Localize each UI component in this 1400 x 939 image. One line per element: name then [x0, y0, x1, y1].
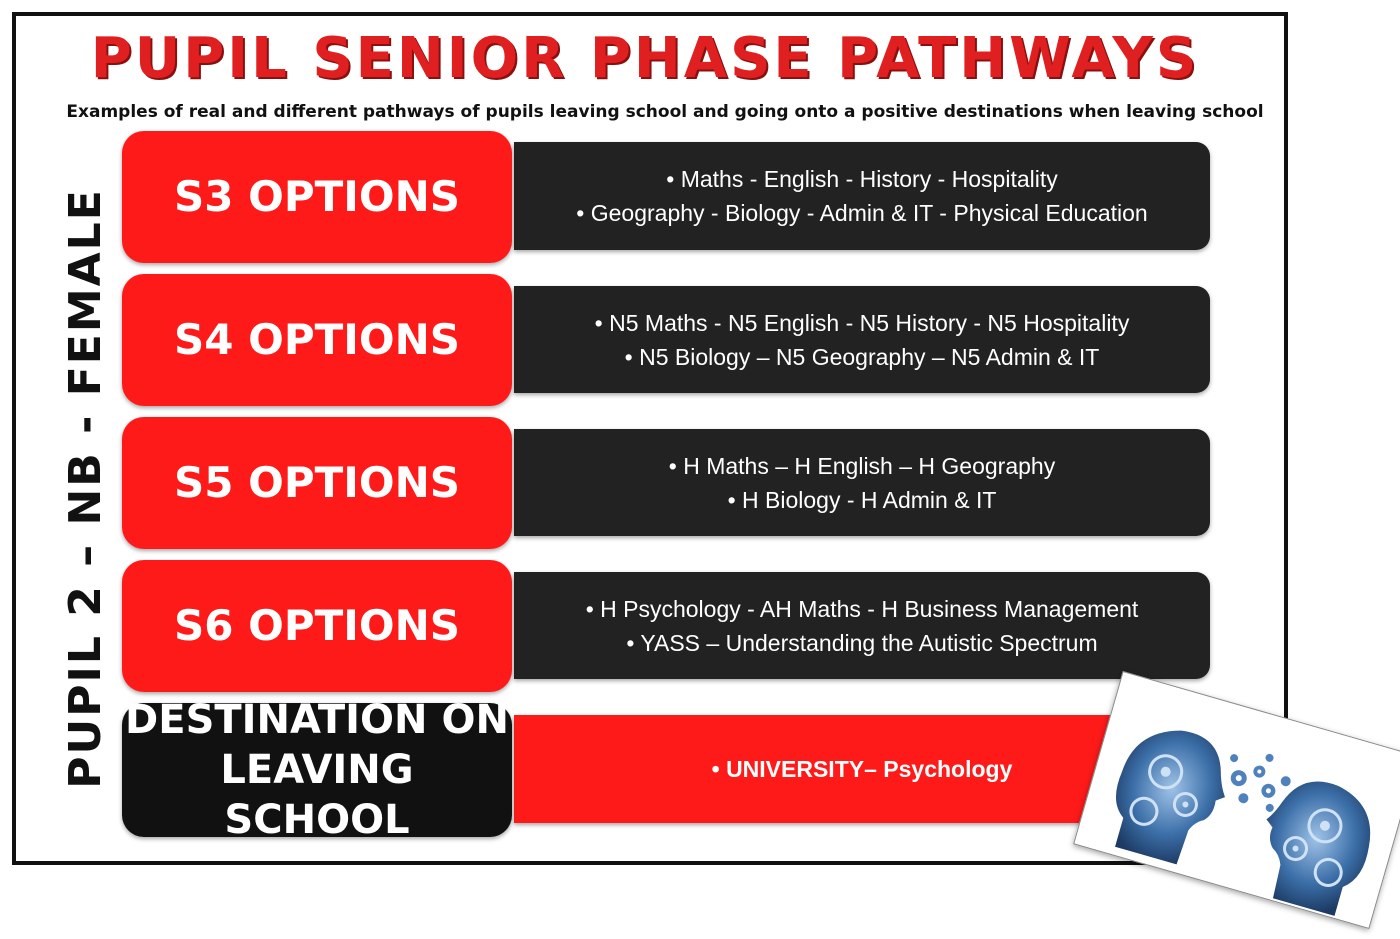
destination-label-line2: LEAVING SCHOOL: [220, 747, 414, 843]
row-line: • H Psychology - AH Maths - H Business M…: [585, 595, 1139, 622]
pathway-row-s6: S6 OPTIONS • H Psychology - AH Maths - H…: [122, 560, 1212, 692]
row-content-s4: • N5 Maths - N5 English - N5 History - N…: [514, 286, 1210, 393]
destination-row: DESTINATION ON LEAVING SCHOOL • UNIVERSI…: [122, 697, 1212, 843]
pathway-row-s3: S3 OPTIONS • Maths - English - History -…: [122, 131, 1212, 263]
row-label-s5: S5 OPTIONS: [122, 417, 512, 549]
row-label-s3: S3 OPTIONS: [122, 131, 512, 263]
row-line: • H Maths – H English – H Geography: [668, 452, 1056, 479]
page-title: PUPIL SENIOR PHASE PATHWAYS: [90, 26, 1200, 91]
row-content-s5: • H Maths – H English – H Geography • H …: [514, 429, 1210, 536]
row-line: • N5 Biology – N5 Geography – N5 Admin &…: [624, 343, 1100, 370]
pathway-row-s5: S5 OPTIONS • H Maths – H English – H Geo…: [122, 417, 1212, 549]
row-content-s3: • Maths - English - History - Hospitalit…: [514, 142, 1210, 250]
pathway-row-s4: S4 OPTIONS • N5 Maths - N5 English - N5 …: [122, 274, 1212, 406]
pupil-side-label: PUPIL 2 – NB - FEMALE: [50, 150, 120, 826]
row-line: • H Biology - H Admin & IT: [727, 486, 997, 513]
pupil-side-label-text: PUPIL 2 – NB - FEMALE: [59, 187, 111, 789]
destination-text: • UNIVERSITY– Psychology: [711, 756, 1013, 782]
destination-label: DESTINATION ON LEAVING SCHOOL: [122, 697, 512, 843]
row-label-s4: S4 OPTIONS: [122, 274, 512, 406]
row-line: • Maths - English - History - Hospitalit…: [666, 166, 1058, 192]
row-content-s6: • H Psychology - AH Maths - H Business M…: [514, 572, 1210, 679]
row-label-s6: S6 OPTIONS: [122, 560, 512, 692]
row-line: • Geography - Biology - Admin & IT - Phy…: [576, 200, 1148, 226]
destination-label-line1: DESTINATION ON: [125, 697, 509, 743]
row-line: • N5 Maths - N5 English - N5 History - N…: [594, 309, 1130, 336]
page-subtitle: Examples of real and different pathways …: [66, 102, 1264, 122]
row-line: • YASS – Understanding the Autistic Spec…: [626, 629, 1098, 656]
gear-heads-icon: [1073, 671, 1400, 929]
